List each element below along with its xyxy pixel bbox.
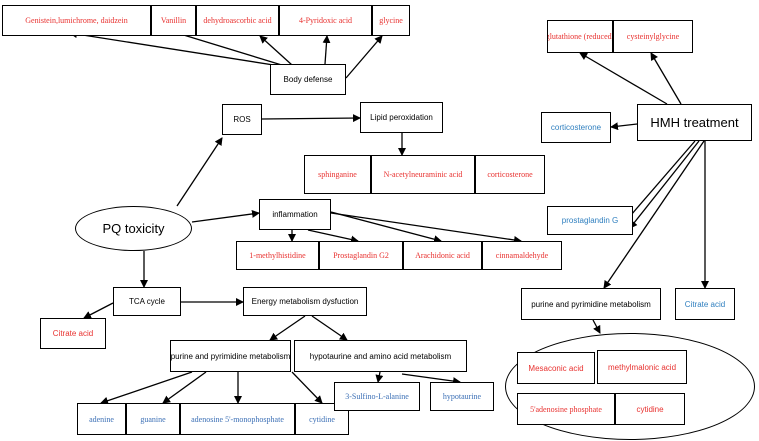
arrow-hypotaurine-to-hypotaurine bbox=[401, 373, 461, 386]
cinnamaldehyde-box: cinnamaldehyde bbox=[482, 241, 562, 270]
purine-metabolism-box: purine and pyrimidine metabolism bbox=[170, 340, 291, 372]
hypotaurine-metabolism-box: hypotaurine and amino acid metabolism bbox=[294, 340, 467, 372]
energy-dysfunction-box: Energy metabolism dysfuction bbox=[243, 287, 367, 316]
citrate-acid-left-box: Citrate acid bbox=[40, 318, 106, 349]
prostaglandin-g2-box: Prostaglandin G2 bbox=[319, 241, 403, 270]
methylhistidine-box: 1-methylhistidine bbox=[236, 241, 319, 270]
mesaconic-acid-box: Mesaconic acid bbox=[517, 352, 595, 384]
dehydroascorbic-acid-box: dehydroascorbic acid bbox=[196, 5, 279, 36]
arrow-purine-to-adenine bbox=[100, 371, 193, 405]
arrow-energy-to-hypotaurine bbox=[311, 315, 348, 341]
ros-box: ROS bbox=[222, 104, 262, 135]
arrow-hmh-to-prostaglandin-2 bbox=[629, 140, 700, 229]
arrow-purine-right-to-ellipse bbox=[592, 319, 601, 334]
body-defense-box: Body defense bbox=[270, 64, 346, 95]
pyridoxic-acid-box: 4-Pyridoxic acid bbox=[279, 5, 372, 36]
arrow-body-defense-to-pyridoxic bbox=[322, 35, 331, 65]
pq-toxicity-ellipse: PQ toxicity bbox=[75, 206, 192, 251]
corticosterone-right-box: corticosterone bbox=[541, 112, 611, 143]
cysteinylglycine-box: cysteinylglycine bbox=[613, 20, 693, 53]
corticosterone-box: corticosterone bbox=[475, 155, 545, 194]
adenine-box: adenine bbox=[77, 403, 126, 435]
arrow-hmh-to-purine bbox=[603, 140, 705, 289]
arrow-pq-to-inflammation bbox=[191, 209, 260, 223]
arrow-purine-to-cytidine bbox=[291, 371, 323, 404]
cytidine-right-box: cytidine bbox=[615, 393, 685, 425]
vanillin-box: Vanillin bbox=[151, 5, 196, 36]
arrow-inflammation-to-arachidonic bbox=[330, 211, 442, 244]
arrow-hypotaurine-to-sulfino bbox=[375, 371, 384, 383]
arrow-purine-to-guanine bbox=[162, 371, 207, 404]
inflammation-box: inflammation bbox=[259, 199, 331, 230]
guanine-box: guanine bbox=[126, 403, 180, 435]
prostaglandin-g-box: prostaglandin G bbox=[547, 206, 633, 235]
arrow-pq-to-ros bbox=[176, 137, 223, 207]
arrow-ros-to-lipid bbox=[261, 114, 361, 123]
arrow-hmh-to-corticosterone bbox=[610, 122, 638, 131]
arrow-inflammation-to-prostaglandin bbox=[307, 229, 359, 244]
arrow-body-defense-to-glycine bbox=[345, 35, 383, 79]
arrow-hmh-to-prostaglandin-1 bbox=[624, 140, 696, 223]
amp-box: adenosine 5'-monophosphate bbox=[180, 403, 295, 435]
hmh-treatment-box: HMH treatment bbox=[637, 104, 752, 141]
arachidonic-acid-box: Arachidonic acid bbox=[403, 241, 482, 270]
glutathione-box: glutathione (reduced) bbox=[547, 20, 613, 53]
genistein-box: Genistein,lumichrome, daidzein bbox=[2, 5, 151, 36]
cytidine-left-box: cytidine bbox=[295, 403, 349, 435]
arrow-inflammation-to-cinnamaldehyde bbox=[330, 212, 522, 244]
tca-cycle-box: TCA cycle bbox=[113, 287, 181, 316]
arrow-hmh-to-cysteinylglycine bbox=[650, 52, 682, 105]
glycine-box: glycine bbox=[372, 5, 410, 36]
arrow-tca-to-citrate bbox=[83, 302, 114, 319]
sulfino-alanine-box: 3-Sulfino-L-alanine bbox=[334, 382, 420, 411]
acetylneuraminic-acid-box: N-acetylneuraminic acid bbox=[371, 155, 475, 194]
arrow-body-defense-to-dehydroascorbic bbox=[259, 35, 293, 66]
lipid-peroxidation-box: Lipid peroxidation bbox=[360, 102, 443, 133]
sphinganine-box: sphinganine bbox=[304, 155, 371, 194]
adenosine-phosphate-box: 5'adenosine phosphate bbox=[517, 393, 615, 425]
methylmalonic-acid-box: methylmalonic acid bbox=[597, 350, 687, 384]
arrow-hmh-to-glutathione bbox=[579, 52, 668, 105]
hypotaurine-box: hypotaurine bbox=[430, 382, 494, 411]
purine-metabolism-right-box: purine and pyrimidine metabolism bbox=[521, 288, 661, 320]
arrow-body-defense-to-genistein bbox=[69, 30, 281, 67]
citrate-acid-right-box: Citrate acid bbox=[675, 288, 735, 320]
arrow-energy-to-purine bbox=[269, 315, 306, 341]
